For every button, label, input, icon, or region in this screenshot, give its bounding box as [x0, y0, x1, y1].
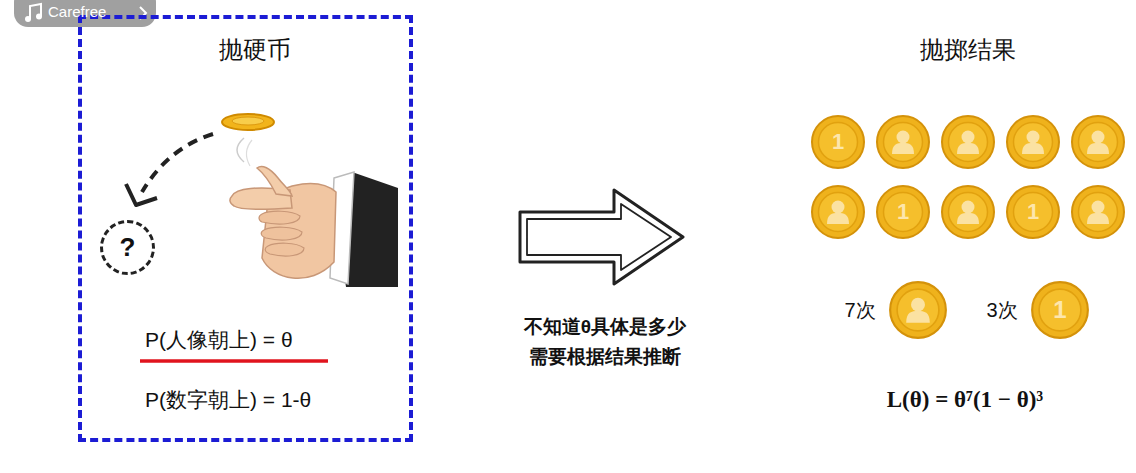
likelihood-formula: L(θ) = θ⁷(1 − θ)³ — [887, 387, 1044, 413]
count-label: 3次 — [986, 297, 1017, 324]
arrow-note: 不知道θ具体是多少 需要根据结果推断 — [510, 312, 700, 372]
unknown-circle: ? — [100, 220, 155, 275]
flipping-coin — [222, 114, 274, 166]
hand-illustration — [230, 166, 398, 287]
panel-title: 抛硬币 — [219, 34, 291, 66]
dashed-panel: 抛硬币 P(人像朝上) = θ P(数字朝上) = 1-θ? — [78, 15, 413, 442]
question-mark: ? — [120, 232, 136, 263]
music-title: Carefree — [48, 3, 106, 20]
coin-number-holder: 1 — [1053, 296, 1066, 324]
music-title-holder: Carefree — [48, 3, 106, 21]
question-mark-holder: ? — [120, 232, 136, 263]
hollow-arrow — [520, 190, 683, 284]
section-title-holder: 抛掷结果 — [920, 34, 1016, 66]
probability-formula: P(人像朝上) = θ — [145, 326, 293, 354]
count-label-holder: 7次 — [844, 297, 875, 324]
likelihood-formula-holder: L(θ) = θ⁷(1 − θ)³ — [887, 387, 1044, 413]
coin-grid — [812, 116, 1124, 338]
arrow-note-holder: 不知道θ具体是多少 需要根据结果推断 — [510, 312, 700, 372]
probability-formula: P(数字朝上) = 1-θ — [145, 386, 311, 414]
coin-number-holder: 1 — [897, 199, 909, 225]
section-title: 抛掷结果 — [920, 34, 1016, 66]
count-label-holder: 3次 — [986, 297, 1017, 324]
highlight-underline — [140, 359, 328, 363]
count-label: 7次 — [844, 297, 875, 324]
coin-number: 1 — [832, 129, 844, 155]
coin-number: 1 — [897, 199, 909, 225]
panel-title-holder: 抛硬币 — [219, 34, 291, 66]
toss-arrow — [126, 134, 213, 205]
coin-number: 1 — [1027, 199, 1039, 225]
coin-number-holder: 1 — [832, 129, 844, 155]
coin-number-holder: 1 — [1027, 199, 1039, 225]
probability-formula-holder: P(数字朝上) = 1-θ — [145, 386, 311, 414]
music-badge — [14, 0, 156, 27]
coin-number: 1 — [1053, 296, 1066, 324]
probability-formula-holder: P(人像朝上) = θ — [145, 326, 293, 354]
